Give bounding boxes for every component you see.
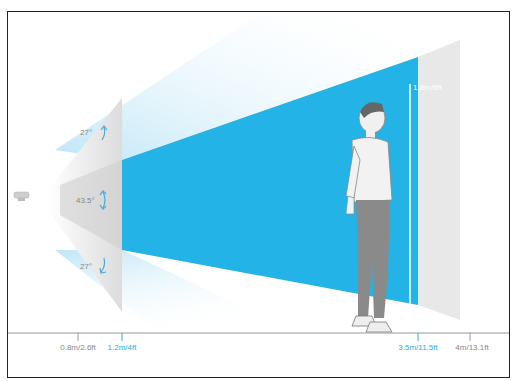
sensor-icon bbox=[14, 192, 29, 198]
height-line bbox=[409, 84, 411, 330]
distance-label: 0.8m/2.6ft bbox=[60, 344, 96, 352]
sensor-base bbox=[18, 198, 25, 201]
height-label: 1.8m/6ft bbox=[413, 84, 442, 92]
distance-axis bbox=[8, 332, 509, 333]
tick bbox=[122, 333, 123, 341]
tick bbox=[470, 333, 471, 341]
angle-label: 43.5° bbox=[76, 197, 95, 205]
angle-label: 27° bbox=[80, 129, 92, 137]
person-figure bbox=[346, 102, 392, 332]
angle-label: 27° bbox=[80, 263, 92, 271]
distance-label: 4m/13.1ft bbox=[455, 344, 488, 352]
tick bbox=[78, 333, 79, 341]
distance-label: 3.5m/11.5ft bbox=[398, 344, 437, 352]
tick bbox=[418, 333, 419, 341]
distance-label: 1.2m/4ft bbox=[108, 344, 137, 352]
angle-arrows bbox=[100, 126, 107, 273]
far-zone bbox=[418, 40, 460, 320]
angle-wedge bbox=[48, 98, 122, 312]
frame bbox=[8, 12, 510, 378]
center-wedge bbox=[60, 160, 122, 250]
